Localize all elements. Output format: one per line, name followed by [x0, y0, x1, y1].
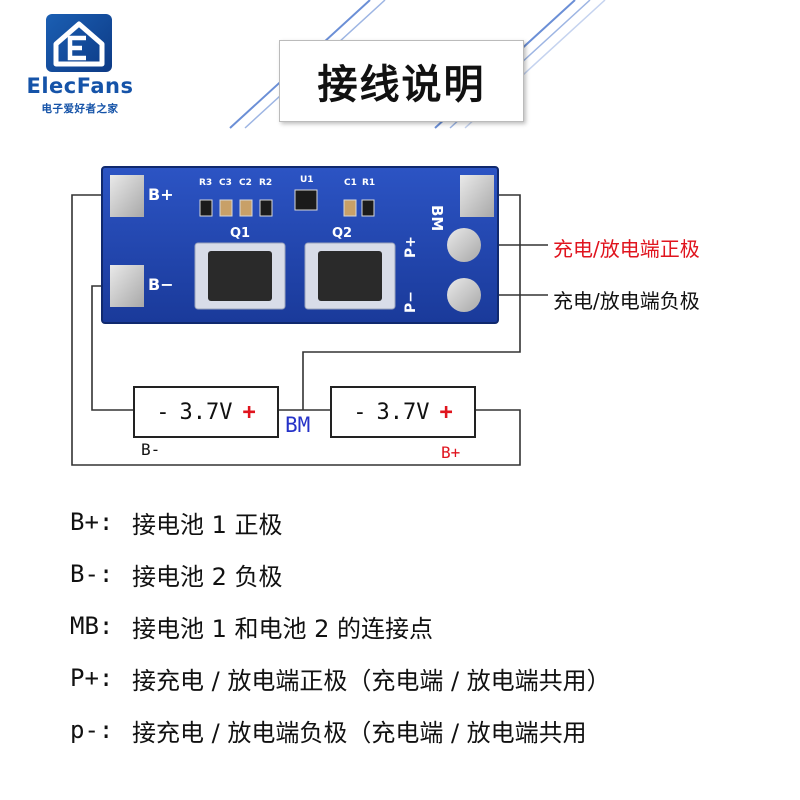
note-text: 接电池 1 和电池 2 的连接点	[132, 614, 434, 643]
note-row: p-: 接充电 / 放电端负极（充电端 / 放电端共用	[70, 704, 790, 756]
note-key: MB:	[70, 612, 114, 640]
note-text: 接充电 / 放电端正极（充电端 / 放电端共用）	[132, 666, 611, 695]
note-text: 接电池 1 正极	[132, 510, 283, 539]
pcb-label-q2: Q2	[332, 226, 352, 241]
note-text: 接电池 2 负极	[132, 562, 283, 591]
note-key: B+:	[70, 508, 114, 536]
elecfans-logo: ElecFans 电子爱好者之家	[10, 8, 160, 118]
pcb-label-bm: BM	[428, 205, 446, 231]
pcb-label-c1: C1	[344, 178, 357, 188]
wiring-notes: B+: 接电池 1 正极 B-: 接电池 2 负极 MB: 接电池 1 和电池 …	[70, 496, 790, 756]
note-row: MB: 接电池 1 和电池 2 的连接点	[70, 600, 790, 652]
bm-junction-label: BM	[285, 413, 311, 437]
note-key: P+:	[70, 664, 114, 692]
pcb-label-r2: R2	[259, 178, 272, 188]
pcb-label-r1: R1	[362, 178, 375, 188]
battery-cell-2: - 3.7V +	[330, 386, 476, 438]
note-text: 接充电 / 放电端负极（充电端 / 放电端共用	[132, 718, 587, 747]
logo-subtitle: 电子爱好者之家	[41, 103, 119, 115]
wire-b-plus	[71, 194, 521, 466]
logo-name: ElecFans	[26, 74, 134, 98]
pcb-label-p-minus: P−	[403, 291, 419, 313]
cell-plus-sign: +	[242, 399, 256, 425]
pad-bm	[460, 175, 494, 217]
pcb-label-u1: U1	[300, 175, 314, 185]
note-key: B-:	[70, 560, 114, 588]
pcb-label-r3: R3	[199, 178, 212, 188]
wire-bm	[302, 194, 521, 410]
note-key: p-:	[70, 716, 114, 744]
battery-cell-1: - 3.7V +	[133, 386, 279, 438]
b-minus-wire-label: B-	[141, 440, 161, 459]
pad-p-minus	[447, 278, 481, 312]
pad-p-plus	[447, 228, 481, 262]
pcb-label-p-plus: P+	[403, 236, 419, 258]
pcb-label-q1: Q1	[230, 226, 250, 241]
pcb-label-b-minus: B−	[148, 275, 174, 294]
cell-minus-sign: -	[156, 399, 170, 425]
cell-voltage: 3.7V	[376, 399, 430, 425]
pad-b-plus	[110, 175, 144, 217]
logo-mark-icon	[46, 14, 112, 72]
page-title: 接线说明	[317, 62, 486, 108]
cell-voltage: 3.7V	[179, 399, 233, 425]
title-box: 接线说明	[279, 40, 524, 122]
label-charge-positive: 充电/放电端正极	[553, 237, 700, 261]
note-row: B+: 接电池 1 正极	[70, 496, 790, 548]
pcb-board: B+ B− BM P+ P− R3 C3 C2 R2 U1 C1 R1 Q1 Q…	[101, 166, 499, 324]
pcb-label-c3: C3	[219, 178, 232, 188]
pad-b-minus	[110, 265, 144, 307]
pcb-label-b-plus: B+	[148, 185, 174, 204]
b-plus-wire-label: B+	[441, 443, 461, 462]
label-charge-negative: 充电/放电端负极	[553, 289, 700, 313]
cell-minus-sign: -	[353, 399, 367, 425]
note-row: P+: 接充电 / 放电端正极（充电端 / 放电端共用）	[70, 652, 790, 704]
cell-plus-sign: +	[439, 399, 453, 425]
note-row: B-: 接电池 2 负极	[70, 548, 790, 600]
pcb-label-c2: C2	[239, 178, 252, 188]
